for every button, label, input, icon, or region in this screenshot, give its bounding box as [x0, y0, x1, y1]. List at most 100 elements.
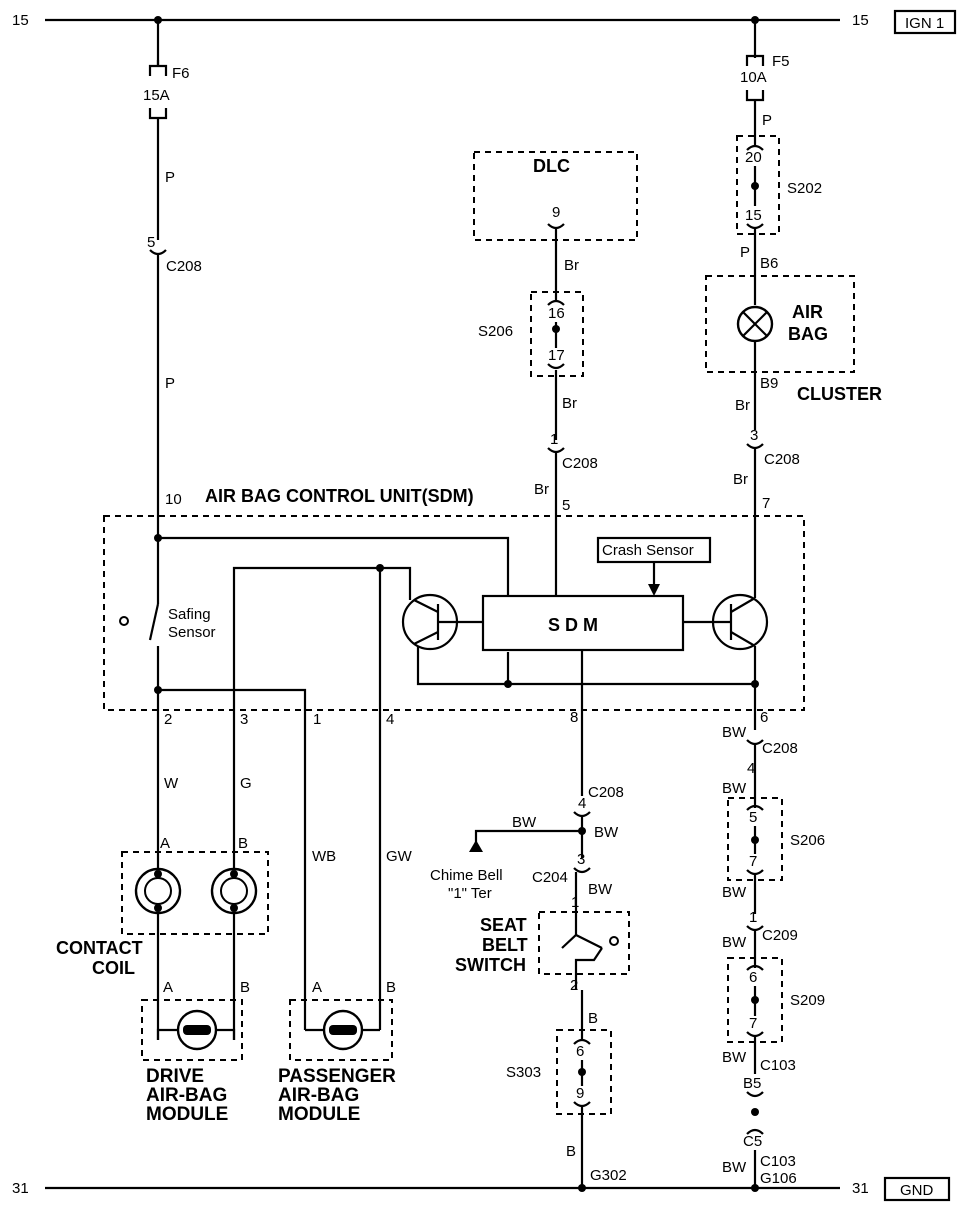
ground-rail: 31 31 GND [12, 1176, 951, 1202]
drive-label-3: MODULE [146, 1104, 228, 1125]
coil-left-icon [134, 867, 182, 915]
connector-c209-label: C209 [762, 927, 798, 944]
fuse-f6-name: F6 [172, 65, 190, 82]
pin-16: 16 [548, 305, 565, 322]
coil-pin-a: A [160, 835, 170, 852]
left-transistor-icon [401, 593, 483, 651]
airbag-lamp-label-2: BAG [788, 324, 828, 344]
pin-b9: B9 [760, 375, 778, 392]
safing-sensor-label-1: Safing [168, 606, 211, 623]
right-ground-chain: 6 BW C208 4 BW 5 S206 7 BW 1 C209 BW 6 S… [722, 709, 825, 1188]
pin-b6: B6 [760, 255, 778, 272]
wire-color-gw: GW [386, 848, 413, 865]
wire-color-br: Br [562, 395, 577, 412]
pin-3: 3 [240, 711, 248, 728]
wire-color-p: P [740, 244, 750, 261]
wire-color-bw: BW [722, 780, 747, 797]
connector-c103-label: C103 [760, 1153, 796, 1170]
dlc-label: DLC [533, 156, 570, 176]
connector-c208-label: C208 [166, 258, 202, 275]
pin-9: 9 [552, 204, 560, 221]
fuse-f5-name: F5 [772, 53, 790, 70]
connector-c204-label: C204 [532, 869, 568, 886]
f5-branch: F5 10A P 20 S202 15 P B6 AIR BAG B9 CLUS… [705, 20, 882, 730]
drive-label-1: DRIVE [146, 1066, 204, 1087]
connector-c208-label: C208 [762, 740, 798, 757]
sdm-title: AIR BAG CONTROL UNIT(SDM) [205, 486, 474, 506]
wire-color-w: W [164, 775, 179, 792]
pin-6: 6 [760, 709, 768, 726]
seat-belt-label-3: SWITCH [455, 955, 526, 975]
pass-label-1: PASSENGER [278, 1066, 396, 1087]
wire-color-br: Br [733, 471, 748, 488]
fuse-f6-bottom-icon [148, 108, 168, 126]
safing-sensor-label-2: Sensor [168, 624, 216, 641]
airbag-lamp-label-1: AIR [792, 302, 823, 322]
safing-sensor-switch-icon [148, 603, 160, 641]
wire-color-bw: BW [722, 1159, 747, 1176]
fuse-f6-rating: 15A [143, 87, 170, 104]
pin-1: 1 [571, 894, 579, 911]
wire-color-bw: BW [512, 814, 537, 831]
pin-1: 1 [550, 431, 558, 448]
wire-color-p: P [165, 169, 175, 186]
pin-7: 7 [762, 495, 770, 512]
chime-bell-arrow-icon [469, 840, 483, 852]
wire-color-b: B [588, 1010, 598, 1027]
splice-s206-label: S206 [790, 832, 825, 849]
pass-label-3: MODULE [278, 1104, 360, 1125]
f6-branch: F6 15A P 5 C208 P 10 Safing Sensor [119, 20, 216, 1040]
pin-5: 5 [749, 809, 757, 826]
contact-coil-label-2: COIL [92, 958, 135, 978]
pin-1: 1 [749, 909, 757, 926]
drive-pin-b: B [240, 979, 250, 996]
wire-color-br: Br [564, 257, 579, 274]
seat-belt-switch-icon [561, 933, 619, 990]
pin-3: 3 [750, 427, 758, 444]
wire-color-bw: BW [588, 881, 613, 898]
connector-c208-label: C208 [562, 455, 598, 472]
contact-coil-label-1: CONTACT [56, 938, 143, 958]
pass-pin-a: A [312, 979, 322, 996]
wire-color-wb: WB [312, 848, 336, 865]
wire-color-bw: BW [722, 724, 747, 741]
connector-c208-label: C208 [588, 784, 624, 801]
pin-20: 20 [745, 149, 762, 166]
splice-s303-label: S303 [506, 1064, 541, 1081]
contact-coil: A B CONTACT COIL [56, 835, 269, 978]
splice-s206-label: S206 [478, 323, 513, 340]
wire-color-p: P [165, 375, 175, 392]
pin-2: 2 [570, 977, 578, 994]
passenger-airbag-module: A B PASSENGER AIR-BAG MODULE [278, 979, 396, 1125]
pin-7: 7 [749, 853, 757, 870]
pin-7: 7 [749, 1015, 757, 1032]
airbag-warning-lamp-icon [736, 305, 774, 343]
seatbelt-chain: 8 4 C208 BW BW Chime Bell "1" Ter 3 C204… [430, 650, 630, 1188]
rail-top-right-number: 15 [852, 12, 869, 29]
right-transistor-icon [683, 593, 769, 651]
drive-pin-a: A [163, 979, 173, 996]
sdm-core-box [481, 594, 685, 652]
pin-5: 5 [147, 234, 155, 251]
ign1-tag: IGN 1 [905, 15, 944, 32]
drive-airbag-module: A B DRIVE AIR-BAG MODULE [141, 979, 250, 1125]
pin-17: 17 [548, 347, 565, 364]
cluster-label: CLUSTER [797, 384, 882, 404]
wire-color-bw: BW [722, 934, 747, 951]
ign1-rail: 15 15 IGN 1 [12, 9, 957, 35]
splice-s202-label: S202 [787, 180, 822, 197]
pin-4: 4 [578, 795, 586, 812]
pass-pin-b: B [386, 979, 396, 996]
fuse-f5-rating: 10A [740, 69, 767, 86]
wire-color-p: P [762, 112, 772, 129]
pin-1: 1 [313, 711, 321, 728]
pass-label-2: AIR-BAG [278, 1085, 359, 1106]
coil-right-icon [210, 867, 258, 915]
drive-label-2: AIR-BAG [146, 1085, 227, 1106]
ground-g302-label: G302 [590, 1167, 627, 1184]
dlc-branch: DLC 9 Br 16 17 S206 Br 1 C208 Br 5 [473, 151, 638, 596]
pin-2: 2 [164, 711, 172, 728]
seat-belt-label-2: BELT [482, 935, 528, 955]
gnd-tag: GND [900, 1182, 934, 1199]
wire-color-b: B [566, 1143, 576, 1160]
